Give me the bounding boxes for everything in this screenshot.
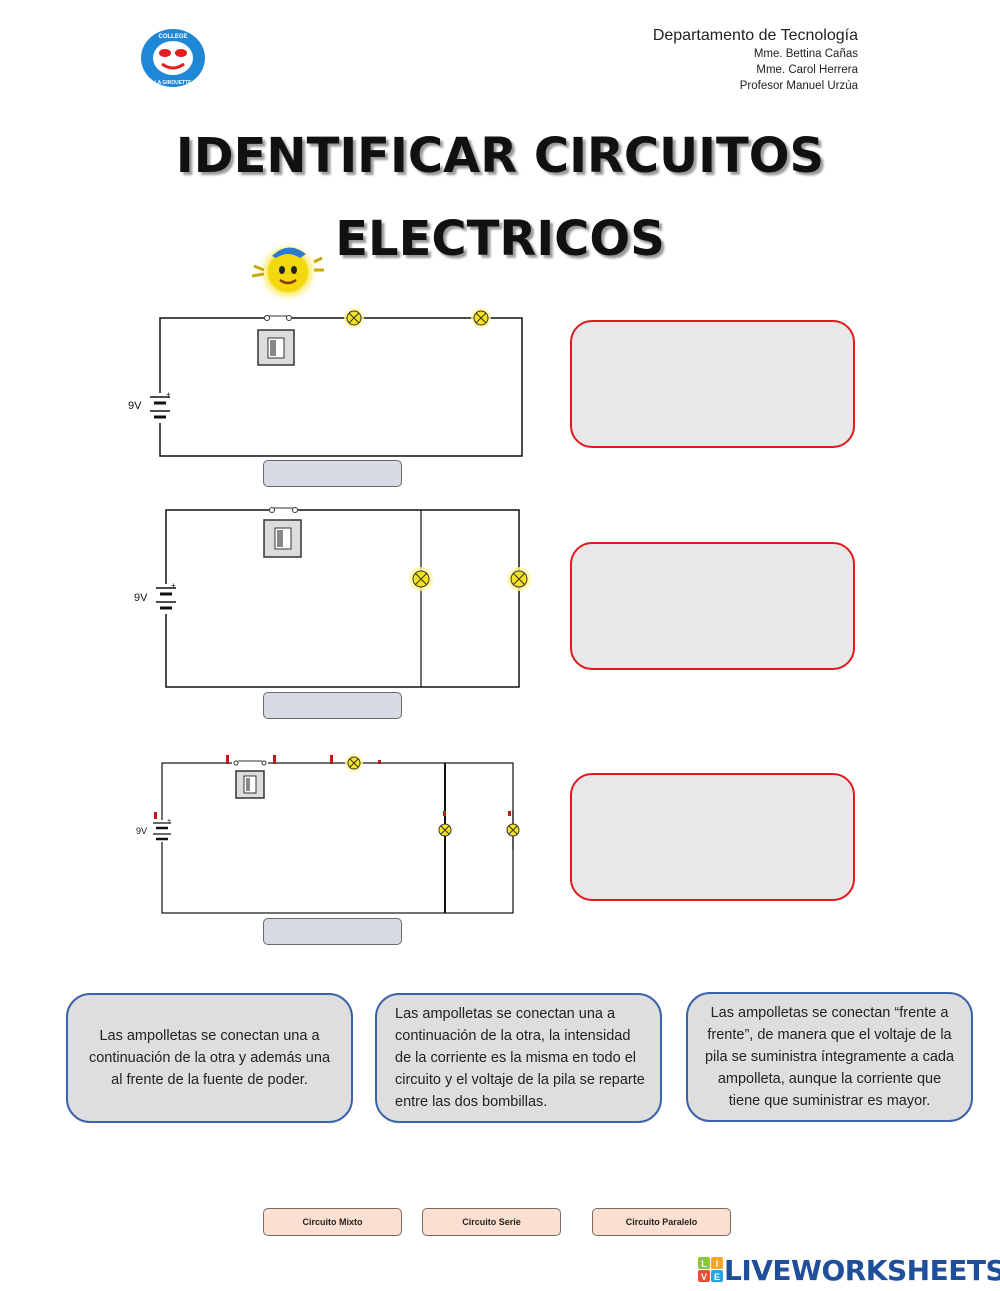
page-title-line-2: ELECTRICOS — [335, 211, 665, 267]
description-card-3[interactable]: Las ampolletas se conectan “frente a fre… — [686, 992, 973, 1122]
option-button-mixto[interactable]: Circuito Mixto — [263, 1208, 402, 1236]
logo-text-top: COLLEGE — [158, 34, 187, 40]
department-name: Departamento de Tecnología — [652, 27, 858, 44]
circuit-label-slot-3[interactable] — [263, 918, 402, 945]
page-title-line-1: IDENTIFICAR CIRCUITOS — [175, 128, 825, 184]
description-card-1[interactable]: Las ampolletas se conectan una a continu… — [66, 993, 353, 1123]
brand-name: LIVEWORKSHEETS — [724, 1253, 1000, 1287]
sun-mascot-icon — [248, 236, 326, 304]
answer-drop-zone-2[interactable] — [570, 542, 855, 670]
description-text: Las ampolletas se conectan “frente a fre… — [704, 1005, 955, 1109]
option-button-paralelo[interactable]: Circuito Paralelo — [592, 1208, 731, 1236]
battery-label: 9V — [136, 826, 147, 836]
svg-text:+: + — [167, 818, 171, 825]
svg-text:+: + — [171, 581, 176, 590]
svg-text:I: I — [716, 1259, 719, 1269]
header-info: Departamento de Tecnología Mme. Bettina … — [653, 26, 858, 94]
teacher-name: Profesor Manuel Urzúa — [739, 80, 858, 92]
school-logo: COLLEGE LA GIROUETTE — [140, 28, 206, 88]
svg-text:E: E — [714, 1272, 720, 1282]
answer-drop-zone-1[interactable] — [570, 320, 855, 448]
svg-text:V: V — [701, 1272, 707, 1282]
description-text: Las ampolletas se conectan una a continu… — [88, 1028, 331, 1088]
liveworksheets-logo-icon: L I V E — [698, 1257, 723, 1282]
battery-label: 9V — [134, 592, 148, 604]
logo-text-bottom: LA GIROUETTE — [154, 80, 192, 86]
teacher-name: Mme. Bettina Cañas — [753, 48, 858, 60]
description-text: Las ampolletas se conectan una a continu… — [395, 1006, 645, 1110]
option-button-serie[interactable]: Circuito Serie — [422, 1208, 561, 1236]
description-card-2[interactable]: Las ampolletas se conectan una a continu… — [375, 993, 662, 1123]
circuit-diagram-3: + 9V — [120, 750, 530, 920]
circuit-label-slot-1[interactable] — [263, 460, 402, 487]
svg-text:+: + — [166, 390, 171, 399]
circuit-diagram-2: + 9V — [120, 500, 540, 695]
liveworksheets-brand: L I V E LIVEWORKSHEETS — [698, 1252, 1000, 1288]
circuit-label-slot-2[interactable] — [263, 692, 402, 719]
circuit-diagram-1: + 9V — [120, 305, 530, 465]
battery-label: 9V — [128, 400, 142, 412]
svg-text:L: L — [701, 1259, 707, 1269]
teacher-name: Mme. Carol Herrera — [756, 64, 858, 76]
answer-drop-zone-3[interactable] — [570, 773, 855, 901]
